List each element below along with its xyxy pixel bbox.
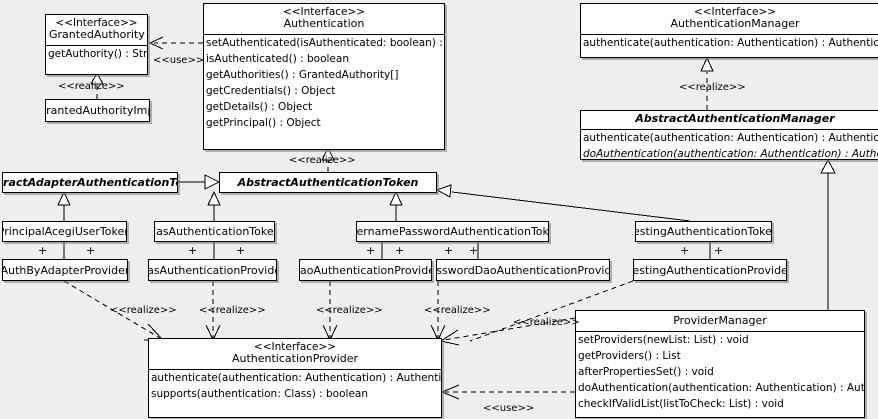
stereotype-label: <<Interface>>: [282, 6, 366, 18]
association-plus: +: [395, 244, 405, 257]
class-testing-authentication-provider[interactable]: TestingAuthenticationProvider: [633, 259, 787, 281]
operations-compartment: authenticate(authentication: Authenticat…: [581, 128, 878, 160]
operation: getAuthorities() : GrantedAuthority[]: [206, 69, 399, 82]
operation: getDetails() : Object: [206, 101, 313, 114]
class-name: CasAuthenticationToken: [154, 225, 275, 238]
association-plus: +: [236, 244, 246, 257]
edge-label-use-authentication-granted-authority: <<use>>: [153, 55, 205, 66]
association-plus: +: [366, 244, 376, 257]
class-authentication-provider[interactable]: <<Interface>> AuthenticationProvider aut…: [148, 338, 442, 418]
class-abstract-authentication-manager[interactable]: AbstractAuthenticationManager authentica…: [580, 110, 878, 160]
edge-label-realize-granted-authority-impl: <<realize>>: [58, 81, 125, 92]
class-header: <<Interface>> AuthenticationProvider: [149, 339, 441, 369]
class-name: AuthenticationManager: [670, 17, 800, 31]
class-name: AuthenticationProvider: [231, 352, 359, 366]
operation: authenticate(authentication: Authenticat…: [151, 372, 442, 385]
edge-label-realize-cas-authentication-provider: <<realize>>: [199, 305, 266, 316]
class-name: GrantedAuthorityImpl: [46, 104, 149, 117]
edge-label-use-provider-manager: <<use>>: [483, 403, 535, 414]
operations-compartment: authenticate(authentication: Authenticat…: [581, 34, 878, 51]
class-authentication[interactable]: <<Interface>> Authentication setAuthenti…: [203, 3, 445, 150]
edge-label-realize-password-dao-authentication-provider: <<realize>>: [424, 305, 491, 316]
operation: authenticate(authentication: Authenticat…: [583, 37, 878, 50]
operation: getProviders() : List: [578, 349, 681, 362]
operation: doAuthentication(authentication: Authent…: [578, 381, 865, 394]
stereotype-label: <<Interface>>: [55, 17, 138, 29]
association-plus: +: [680, 244, 690, 257]
class-cas-authentication-token[interactable]: CasAuthenticationToken: [154, 221, 275, 242]
class-abstract-authentication-token[interactable]: AbstractAuthenticationToken: [219, 172, 437, 193]
operations-compartment: setProviders(newList: List) : void getPr…: [576, 330, 865, 412]
class-authentication-manager[interactable]: <<Interface>> AuthenticationManager auth…: [580, 3, 878, 58]
operation: getAuthority() : String: [48, 48, 148, 61]
class-header: AbstractAuthenticationManager: [581, 111, 878, 129]
association-plus: +: [188, 244, 198, 257]
association-plus: +: [444, 244, 454, 257]
class-header: <<Interface>> GrantedAuthority: [46, 15, 147, 45]
class-header: <<Interface>> Authentication: [204, 4, 444, 34]
class-name: AbstractAuthenticationManager: [635, 112, 835, 125]
operation: isAuthenticated() : boolean: [206, 53, 349, 66]
operation: checkIfValidList(listToCheck: List) : vo…: [578, 397, 784, 410]
operations-compartment: getAuthority() : String: [46, 45, 147, 62]
class-name: TestingAuthenticationProvider: [633, 263, 787, 277]
operation: authenticate(authentication: Authenticat…: [583, 131, 878, 144]
class-name: AbstractAdapterAuthenticationToken: [3, 176, 177, 189]
operation: setProviders(newList: List) : void: [578, 333, 749, 346]
class-name: DaoAuthenticationProvider: [299, 263, 431, 277]
class-name: AbstractAuthenticationToken: [237, 176, 419, 189]
association-plus: +: [714, 244, 724, 257]
edge-label-realize-dao-authentication-provider: <<realize>>: [316, 305, 383, 316]
edge-label-realize-auth-by-adapter-provider: <<realize>>: [110, 305, 177, 316]
operation: afterPropertiesSet() : void: [578, 365, 714, 378]
association-plus: +: [38, 244, 48, 257]
class-cas-authentication-provider[interactable]: CasAuthenticationProvider: [148, 259, 277, 281]
class-name: PrincipalAcegiUserToken: [2, 225, 127, 238]
class-name: PasswordDaoAuthenticationProvider: [436, 263, 609, 277]
class-testing-authentication-token[interactable]: TestingAuthenticationToken: [635, 221, 772, 242]
edge-label-realize-abstract-authentication-token: <<realize>>: [289, 155, 356, 166]
class-name: CasAuthenticationProvider: [148, 263, 276, 277]
class-dao-authentication-provider[interactable]: DaoAuthenticationProvider: [299, 259, 432, 281]
operation: doAuthentication(authentication: Authent…: [583, 147, 878, 160]
class-name: ProviderManager: [673, 314, 767, 327]
class-header: <<Interface>> AuthenticationManager: [581, 4, 878, 34]
operation: getCredentials() : Object: [206, 85, 336, 98]
class-header: ProviderManager: [576, 311, 864, 331]
operation: getPrincipal() : Object: [206, 117, 321, 130]
class-provider-manager[interactable]: ProviderManager setProviders(newList: Li…: [575, 310, 865, 418]
class-principal-acegi-user-token[interactable]: PrincipalAcegiUserToken: [2, 221, 127, 242]
operation: setAuthenticated(isAuthenticated: boolea…: [206, 37, 445, 50]
class-password-dao-authentication-provider[interactable]: PasswordDaoAuthenticationProvider: [436, 259, 610, 281]
edge-label-realize-abstract-authentication-manager: <<realize>>: [679, 82, 746, 93]
class-name: GrantedAuthority: [49, 28, 145, 42]
association-plus: +: [469, 244, 479, 257]
class-granted-authority-impl[interactable]: GrantedAuthorityImpl: [45, 99, 150, 122]
operations-compartment: setAuthenticated(isAuthenticated: boolea…: [204, 34, 444, 131]
operations-compartment: authenticate(authentication: Authenticat…: [149, 369, 441, 402]
class-name: TestingAuthenticationToken: [635, 225, 772, 238]
operation: supports(authentication: Class) : boolea…: [151, 388, 368, 401]
stereotype-label: <<Interface>>: [253, 341, 337, 353]
class-granted-authority[interactable]: <<Interface>> GrantedAuthority getAuthor…: [45, 14, 148, 75]
class-abstract-adapter-authentication-token[interactable]: AbstractAdapterAuthenticationToken: [2, 172, 178, 193]
class-name: UsernamePasswordAuthenticationToken: [356, 225, 549, 238]
class-name: AuthByAdapterProvider: [2, 263, 128, 277]
stereotype-label: <<Interface>>: [693, 6, 777, 18]
class-auth-by-adapter-provider[interactable]: AuthByAdapterProvider: [2, 259, 128, 281]
association-plus: +: [86, 244, 96, 257]
edge-label-realize-provider-manager: <<realize>>: [513, 317, 580, 328]
class-name: Authentication: [283, 17, 365, 31]
class-username-password-authentication-token[interactable]: UsernamePasswordAuthenticationToken: [356, 221, 549, 242]
